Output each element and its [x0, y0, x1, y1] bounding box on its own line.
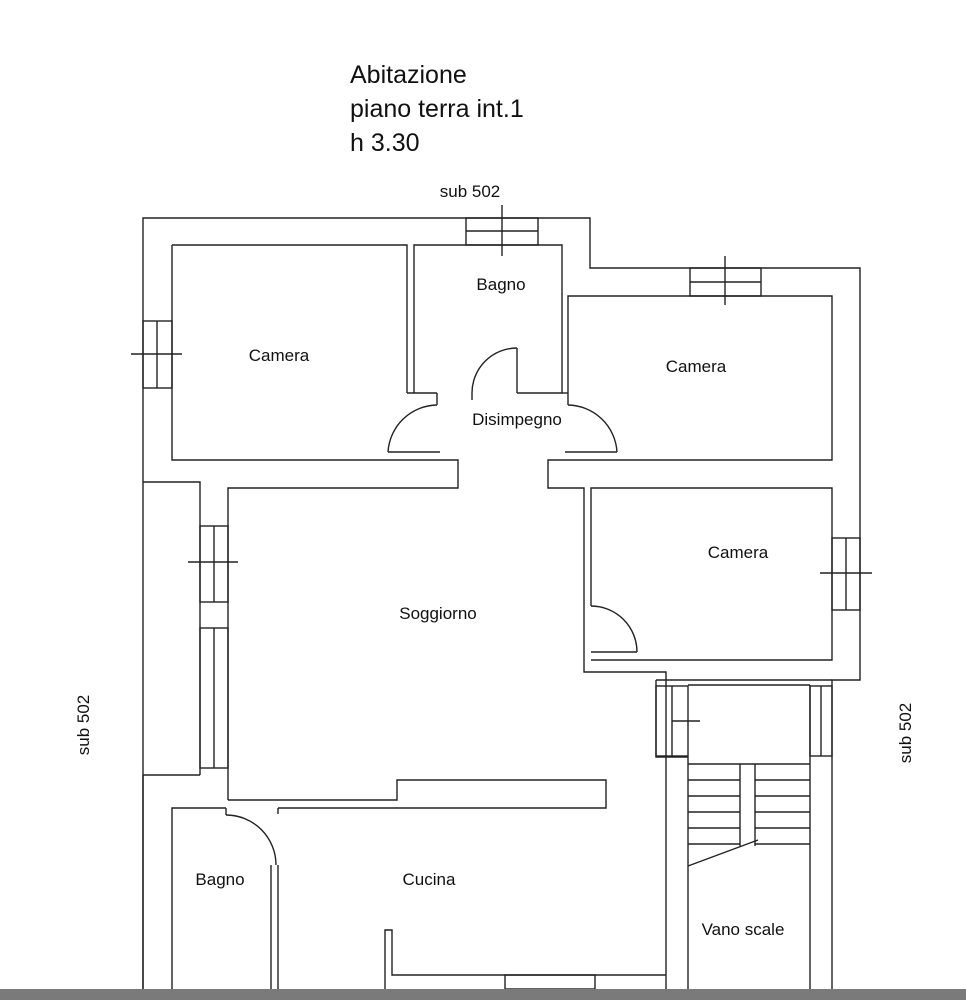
bagno-top-inner — [413, 244, 563, 394]
bagno-bottom-door-swing — [225, 814, 277, 866]
windows — [131, 205, 872, 990]
title-line-floor: piano terra int.1 — [350, 95, 524, 123]
camera-right-walls — [583, 487, 833, 989]
wall-soggiorno-left — [227, 459, 459, 800]
vano-scale — [655, 679, 832, 989]
plan-title: Abitazione piano terra int.1 h 3.30 — [350, 58, 524, 160]
label-neighbor-left: sub 502 — [74, 695, 93, 756]
wall-soggiorno-bottom — [228, 779, 607, 809]
label-disimpegno: Disimpegno — [472, 410, 562, 429]
wall-soggiorno-right — [547, 459, 585, 606]
bagno-door-swing — [471, 347, 518, 394]
title-line-dwelling: Abitazione — [350, 61, 467, 89]
label-neighbor-right: sub 502 — [896, 703, 915, 764]
label-vano-scale: Vano scale — [702, 920, 785, 939]
label-bagno-bottom: Bagno — [195, 870, 244, 889]
window-cucina-bottom — [504, 974, 596, 990]
camera-top-right-walls — [562, 295, 833, 461]
wall-camera-tl-left — [171, 245, 440, 461]
door-swing-camera-tl — [387, 404, 438, 453]
wall-living-outer-left — [143, 481, 201, 775]
stair-cut-line — [687, 839, 759, 867]
wall-bagno-bottom-outer — [171, 807, 226, 989]
room-labels: Camera Bagno Camera Disimpegno Camera So… — [74, 182, 915, 939]
cucina-walls — [171, 779, 666, 989]
outer-wall-outline — [142, 217, 861, 989]
label-cucina: Cucina — [403, 870, 456, 889]
wall-cucina-right — [583, 606, 667, 989]
soggiorno-top-walls — [227, 459, 585, 800]
camera-right-door-swing — [590, 605, 638, 653]
label-soggiorno: Soggiorno — [399, 604, 477, 623]
bagno-top-walls — [407, 244, 563, 400]
label-camera-top-left: Camera — [249, 346, 310, 365]
label-neighbor-top: sub 502 — [440, 182, 501, 201]
bottom-bar — [0, 989, 966, 1000]
cucina-counter — [384, 929, 666, 989]
disimpegno-doors — [387, 393, 618, 453]
camera-tr-inner — [565, 295, 833, 461]
label-bagno-top: Bagno — [476, 275, 525, 294]
camera-right-inner — [590, 487, 833, 661]
title-line-height: h 3.30 — [350, 129, 420, 157]
label-camera-right: Camera — [708, 543, 769, 562]
door-swing-camera-tr — [567, 404, 618, 453]
outer-walls — [142, 217, 861, 989]
wall-camera-tl-inner — [172, 244, 408, 393]
label-camera-top-right: Camera — [666, 357, 727, 376]
